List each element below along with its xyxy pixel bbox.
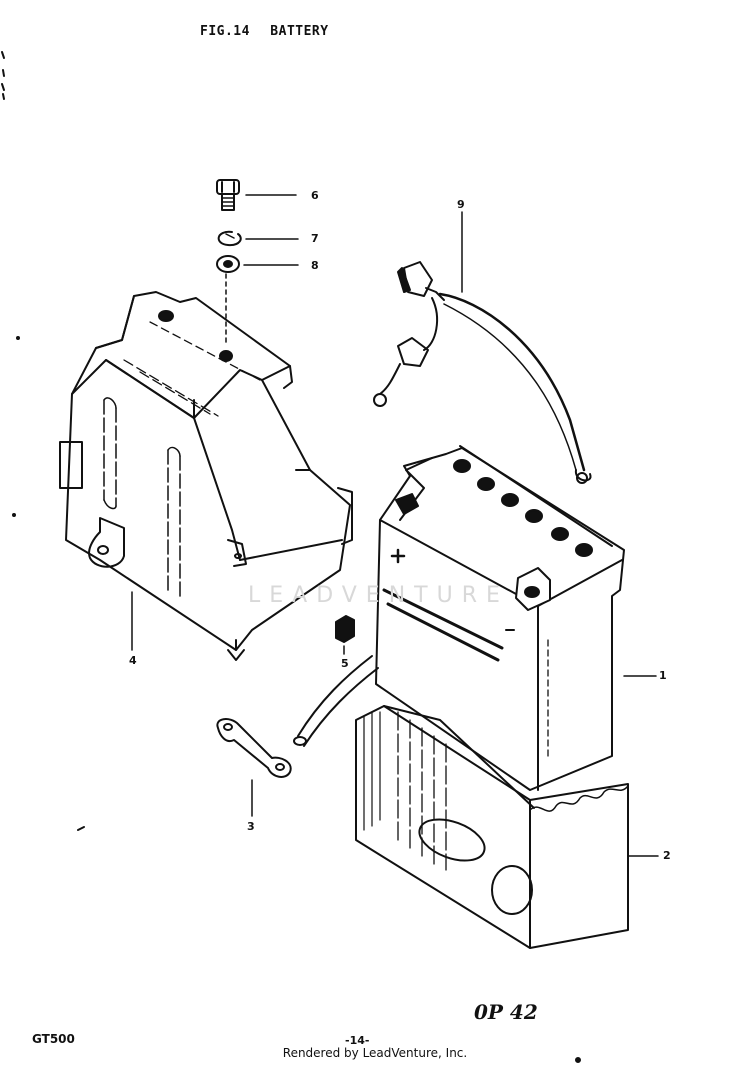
battery-part	[375, 445, 657, 791]
callout-4: 4	[129, 654, 137, 667]
callout-5: 5	[341, 657, 349, 670]
breather-cable-part	[373, 211, 592, 484]
model-label: GT500	[32, 1032, 75, 1046]
watermark-text: LEADVENTURE	[248, 583, 509, 608]
callout-2: 2	[663, 849, 671, 862]
callout-9: 9	[457, 198, 465, 211]
bolt-part	[216, 179, 297, 211]
page-number: -14-	[345, 1034, 370, 1047]
figure-name: BATTERY	[270, 24, 329, 39]
spring-washer-part	[217, 230, 299, 247]
callout-7: 7	[311, 232, 319, 245]
battery-tray-part	[355, 705, 659, 949]
rubber-cushion-part	[335, 615, 355, 655]
callout-8: 8	[311, 259, 319, 272]
figure-number: FIG.14	[200, 24, 250, 39]
figure-title: FIG.14 BATTERY	[200, 24, 329, 39]
battery-cover-part	[59, 291, 353, 661]
washer-part	[216, 255, 299, 345]
drain-hose-part	[293, 655, 379, 747]
callout-3: 3	[247, 820, 255, 833]
callout-1: 1	[659, 669, 667, 682]
battery-band-part	[216, 718, 292, 817]
callout-6: 6	[311, 189, 319, 202]
margin-marks	[1, 51, 581, 1063]
render-credit: Rendered by LeadVenture, Inc.	[282, 1046, 468, 1060]
handwritten-note: 0P 42	[474, 1000, 538, 1024]
